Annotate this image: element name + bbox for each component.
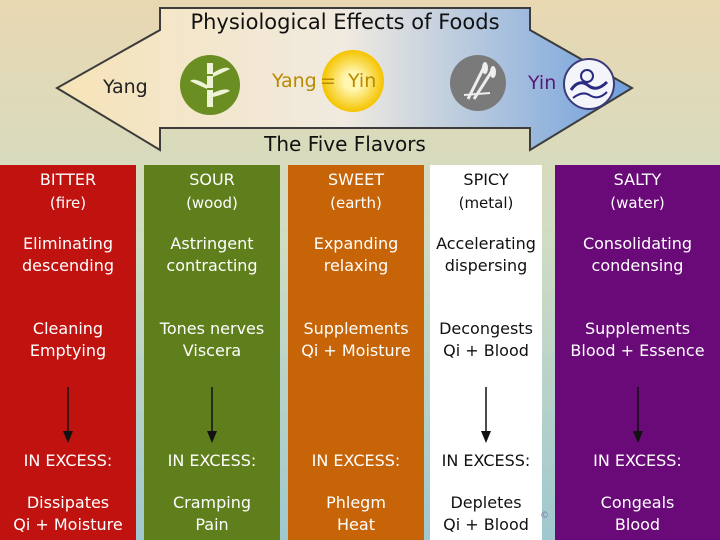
flavor-name: SOUR	[189, 170, 235, 189]
copyright-mark: ©	[540, 511, 549, 521]
wheat-icon	[450, 55, 506, 111]
excess-label: IN EXCESS:	[167, 451, 257, 470]
flavor-name: SALTY	[613, 170, 662, 189]
flavor-name: SPICY	[463, 170, 509, 189]
equals-sign: =	[320, 70, 336, 92]
flavor-element: (fire)	[49, 194, 87, 212]
flavor-element: (wood)	[186, 194, 238, 212]
bamboo-icon	[180, 55, 240, 115]
excess-label: IN EXCESS:	[441, 451, 531, 470]
yang-label-center: Yang	[272, 70, 317, 92]
wave-icon	[563, 58, 615, 110]
page-title: Physiological Effects of Foods	[190, 10, 500, 34]
five-flavors-subtitle: The Five Flavors	[264, 132, 426, 156]
yin-label-right: Yin	[528, 72, 557, 94]
flavor-name: BITTER	[39, 170, 97, 189]
down-arrow-icon	[207, 387, 217, 443]
excess-label: IN EXCESS:	[23, 451, 113, 470]
flavor-name: SWEET	[328, 170, 384, 189]
down-arrow-icon	[481, 387, 491, 443]
yang-label-left: Yang	[103, 76, 148, 98]
flavor-element: (water)	[610, 194, 665, 212]
down-arrow-icon	[632, 387, 643, 443]
flavor-element: (earth)	[330, 194, 382, 212]
sun-icon	[322, 50, 384, 112]
flavor-element: (metal)	[458, 194, 514, 212]
excess-label: IN EXCESS:	[593, 451, 682, 470]
yin-label-center: Yin	[348, 70, 377, 92]
excess-label: IN EXCESS:	[311, 451, 401, 470]
down-arrow-icon	[63, 387, 73, 443]
